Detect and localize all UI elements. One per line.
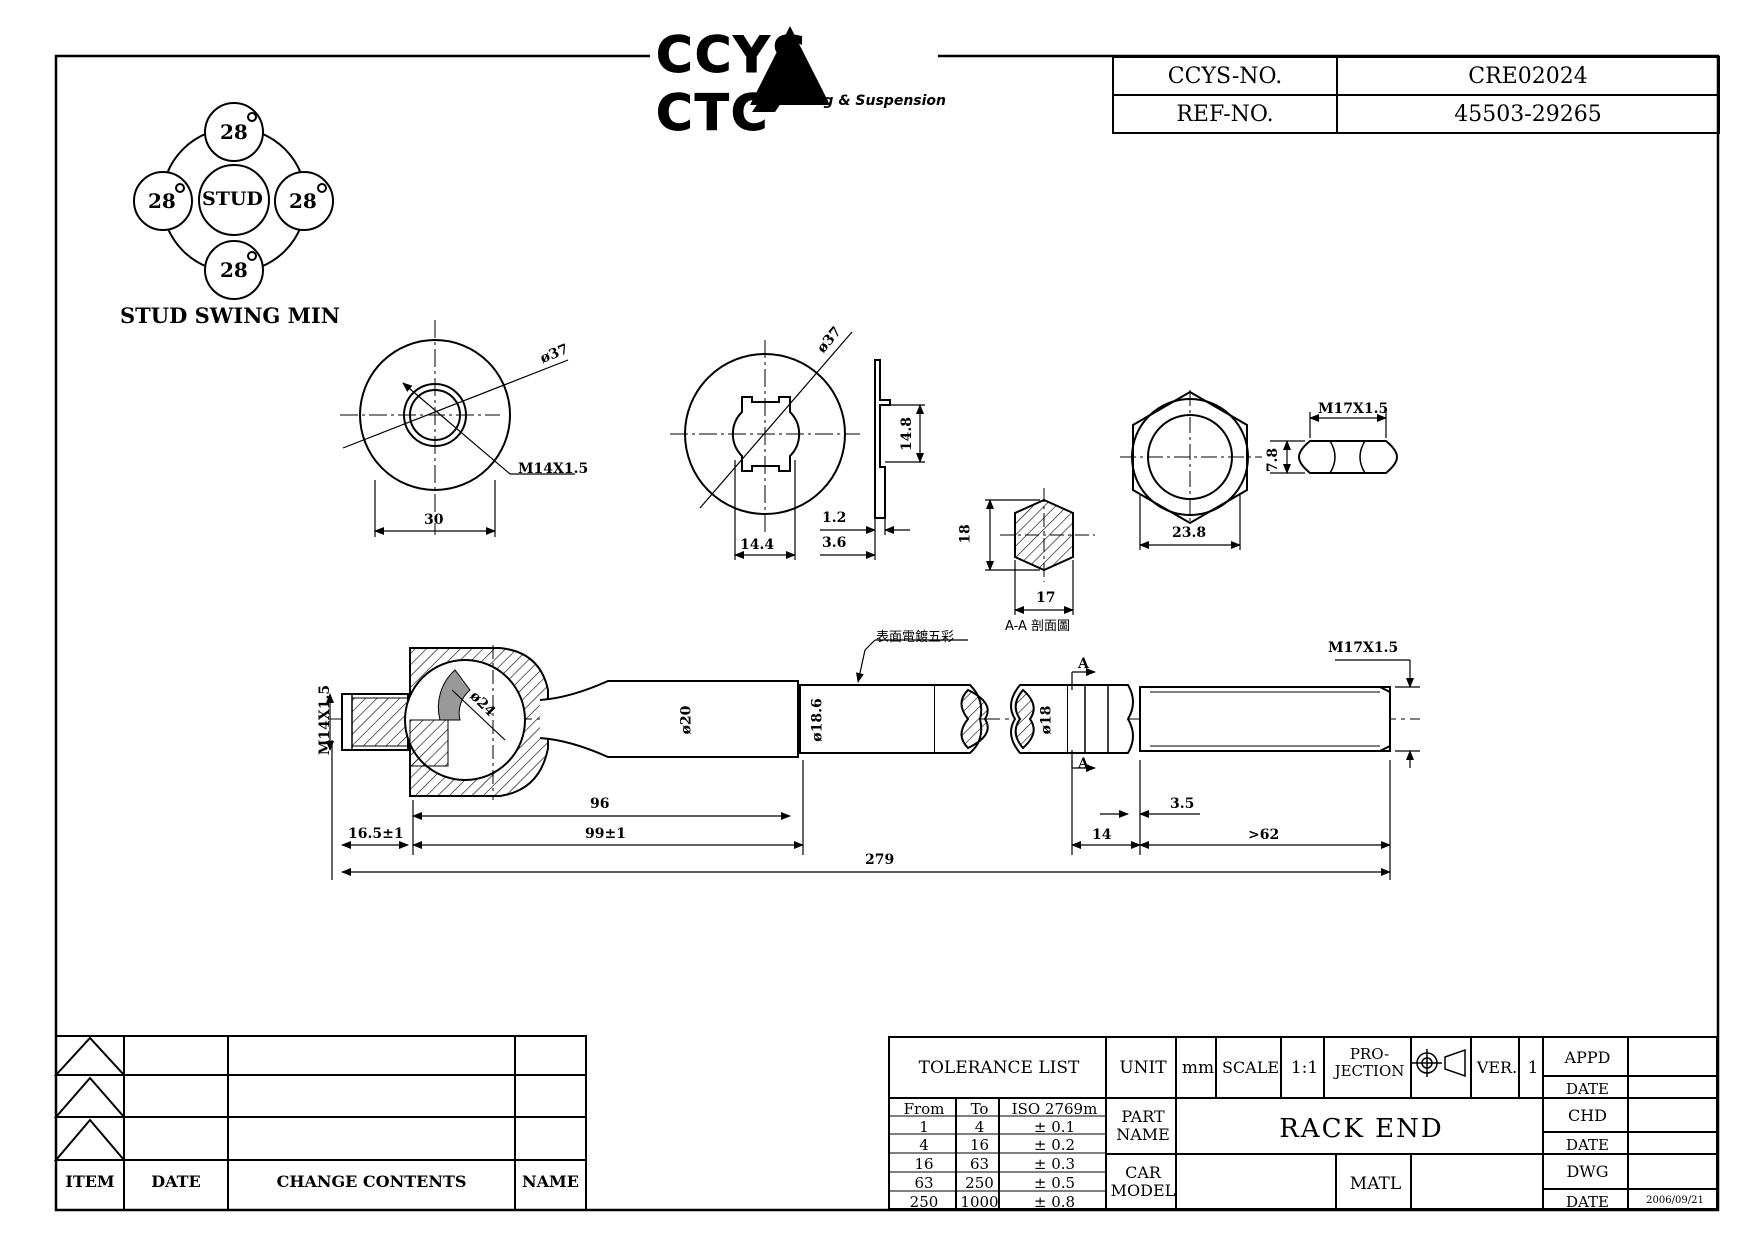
dim-7-8: 7.8 <box>1265 447 1282 473</box>
dim-16-5: 16.5±1 <box>348 826 404 842</box>
tol-r1-iso: ± 0.2 <box>1033 1136 1076 1154</box>
chd-label: CHD <box>1567 1106 1608 1125</box>
section-label: A-A 剖面圖 <box>1005 619 1071 634</box>
ver-label: VER. <box>1476 1058 1518 1077</box>
dim-m17b: M17X1.5 <box>1328 640 1399 656</box>
projection-symbol <box>1412 1048 1466 1078</box>
section-aa-view <box>985 488 1095 615</box>
stud-swing-diagram <box>133 102 334 300</box>
hex-nut-side-view <box>1270 412 1399 474</box>
date-label-1: DATE <box>1566 1080 1609 1098</box>
tol-r4-iso: ± 0.8 <box>1033 1193 1076 1211</box>
dim-d18-6: ø18.6 <box>809 698 826 742</box>
drawing-date-value: 2006/09/21 <box>1646 1195 1704 1206</box>
tol-r1-to: 16 <box>969 1136 990 1154</box>
rev-item-header: ITEM <box>65 1172 115 1191</box>
dim-m14b: M14X1.5 <box>317 684 334 756</box>
date-label-3: DATE <box>1566 1193 1609 1211</box>
tol-head-iso: ISO 2769m <box>1011 1100 1098 1118</box>
stud-center-label: STUD <box>202 188 263 210</box>
dim-m14a: M14X1.5 <box>518 461 589 477</box>
ref-no-value: 45503-29265 <box>1336 94 1720 134</box>
tol-r2-to: 63 <box>969 1155 990 1173</box>
unit-value: mm <box>1181 1058 1215 1078</box>
dim-14: 14 <box>1092 827 1112 843</box>
ref-no-label: REF-NO. <box>1112 94 1338 134</box>
dim-30: 30 <box>424 512 444 528</box>
tolerance-list-label: TOLERANCE LIST <box>918 1058 1080 1078</box>
lock-washer-side-view <box>820 359 925 560</box>
tol-r3-from: 63 <box>914 1174 934 1192</box>
lock-washer-front-view <box>670 331 860 560</box>
title-block-grid <box>888 1036 1718 1210</box>
washer-front-view <box>340 320 575 537</box>
dim-17: 17 <box>1036 590 1056 606</box>
rev-date-header: DATE <box>151 1172 201 1191</box>
dim-279: 279 <box>865 852 895 868</box>
scale-label: SCALE <box>1221 1058 1280 1077</box>
dim-d18b: ø18 <box>1038 705 1055 735</box>
header-table: CCYS-NO. CRE02024 REF-NO. 45503-29265 <box>1112 56 1720 134</box>
car-model-label: CAR MODEL <box>1110 1163 1176 1200</box>
dim-99: 99±1 <box>585 826 626 842</box>
section-mark-top: A <box>1078 656 1089 672</box>
ccys-no-label: CCYS-NO. <box>1112 56 1338 96</box>
tol-head-to: To <box>970 1100 989 1118</box>
tol-r0-from: 1 <box>919 1118 929 1136</box>
hex-nut-front-view <box>1120 390 1262 550</box>
section-mark-bottom: A <box>1078 756 1089 772</box>
plating-note: 表面電鍍五彩 <box>876 630 955 645</box>
stud-angle-right: 28 <box>289 189 317 213</box>
date-label-2: DATE <box>1566 1136 1609 1154</box>
tol-r0-iso: ± 0.1 <box>1033 1118 1076 1136</box>
scale-value: 1:1 <box>1290 1058 1319 1078</box>
ver-value: 1 <box>1527 1058 1539 1078</box>
stud-angle-bottom: 28 <box>220 258 248 282</box>
logo-mark <box>750 26 830 112</box>
tol-r3-iso: ± 0.5 <box>1033 1174 1076 1192</box>
logo-brand: CCYS CTC <box>656 26 810 143</box>
title-block: TOLERANCE LIST From To ISO 2769m 1 4 ± 0… <box>888 1036 1718 1211</box>
tol-r0-to: 4 <box>974 1118 985 1136</box>
dim-23-8: 23.8 <box>1172 525 1207 541</box>
part-name-label: PART NAME <box>1116 1107 1170 1144</box>
unit-label: UNIT <box>1119 1058 1167 1078</box>
projection-label: PRO- JECTION <box>1334 1045 1405 1080</box>
dim-62: >62 <box>1248 827 1280 843</box>
tol-r2-iso: ± 0.3 <box>1033 1155 1076 1173</box>
dim-14-4: 14.4 <box>740 537 775 553</box>
matl-label: MATL <box>1349 1174 1402 1194</box>
tol-r3-to: 250 <box>965 1174 994 1192</box>
revision-table-grid <box>53 1035 587 1211</box>
tol-r1-from: 4 <box>919 1136 929 1154</box>
dim-14-8: 14.8 <box>899 416 916 452</box>
stud-swing-caption: STUD SWING MIN <box>120 303 340 328</box>
dim-m17a: M17X1.5 <box>1318 401 1389 417</box>
stud-angle-left: 28 <box>148 189 176 213</box>
dim-3-5: 3.5 <box>1170 796 1195 812</box>
part-name-value: RACK END <box>1279 1114 1444 1144</box>
rack-end-assembly <box>326 639 1420 880</box>
logo-tagline: Steering & Suspension <box>766 93 946 109</box>
dim-3-6: 3.6 <box>822 535 847 551</box>
stud-angle-top: 28 <box>220 120 248 144</box>
tol-head-from: From <box>903 1100 945 1118</box>
dim-1-2: 1.2 <box>822 510 847 526</box>
dim-18: 18 <box>957 524 974 544</box>
tol-r2-from: 16 <box>914 1155 934 1173</box>
ccys-no-value: CRE02024 <box>1336 56 1720 96</box>
drawing-frame <box>54 54 1720 1212</box>
dim-96: 96 <box>590 796 610 812</box>
dwg-label: DWG <box>1566 1162 1609 1181</box>
appd-label: APPD <box>1564 1048 1611 1067</box>
rev-name-header: NAME <box>522 1172 579 1191</box>
tol-r4-from: 250 <box>909 1193 939 1211</box>
dim-d20: ø20 <box>678 705 695 735</box>
tol-r4-to: 1000 <box>960 1193 999 1211</box>
rev-change-header: CHANGE CONTENTS <box>276 1172 467 1191</box>
